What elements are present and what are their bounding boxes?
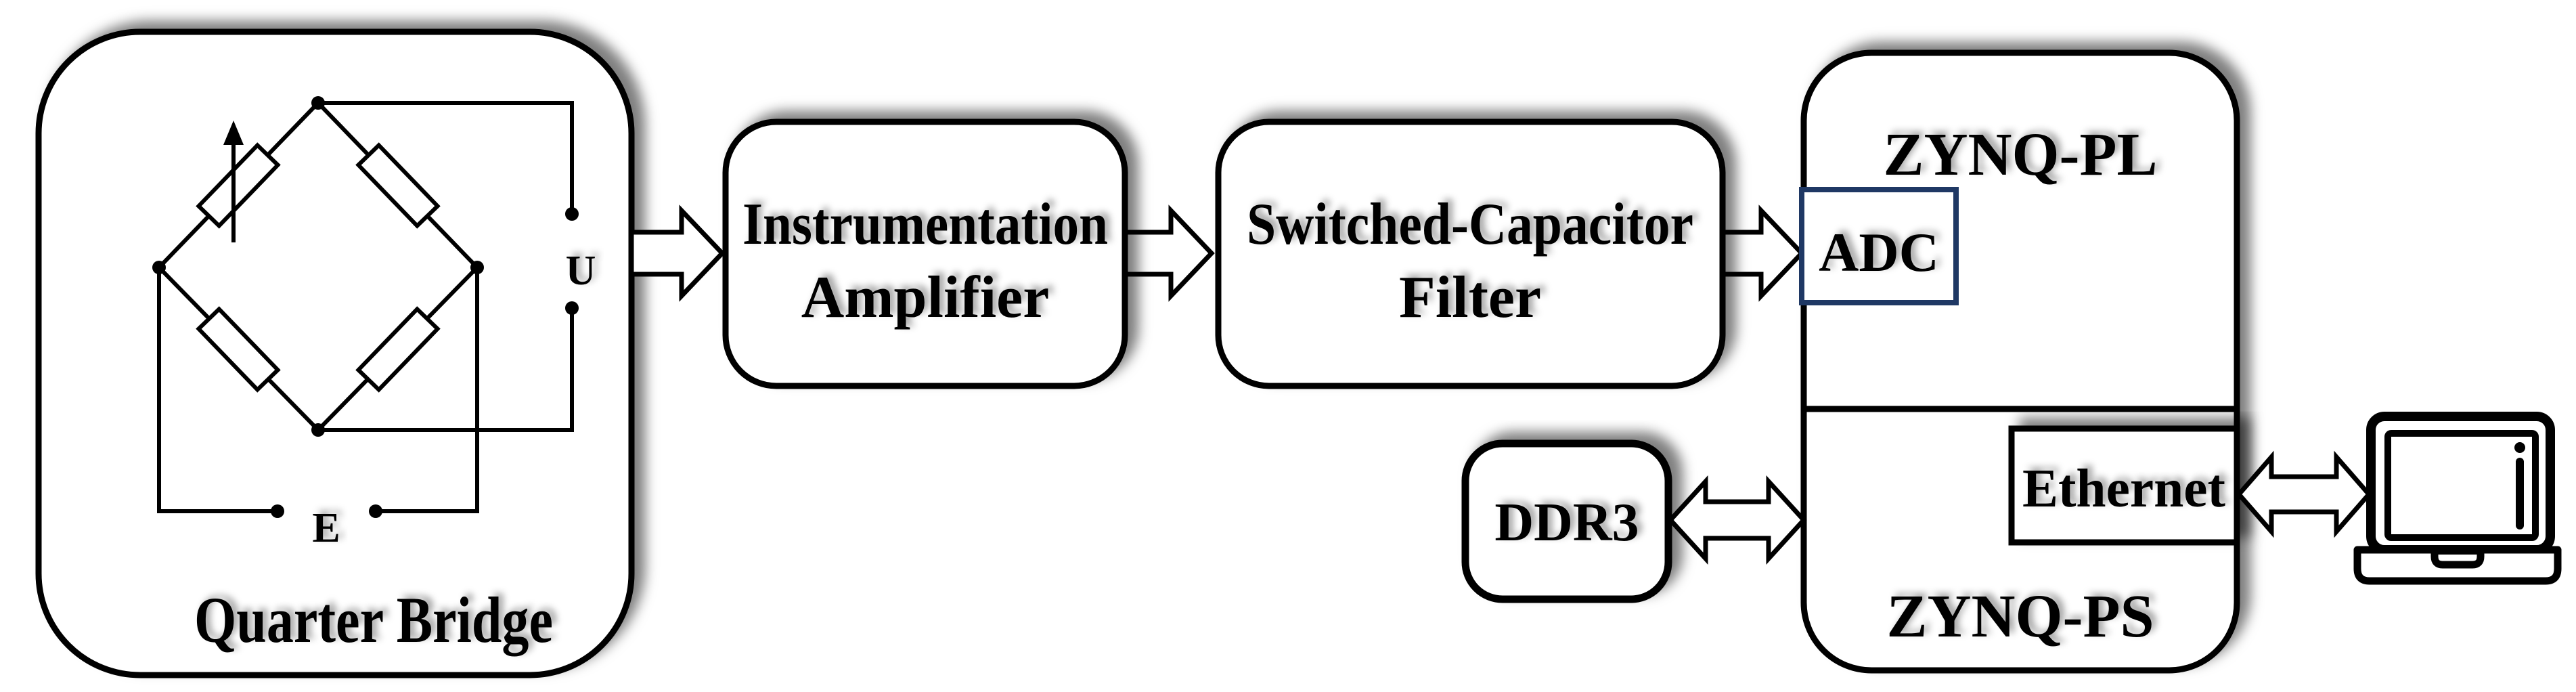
filter-label-line1: Switched-Capacitor xyxy=(1247,192,1693,257)
excitation-voltage-label: E xyxy=(312,505,340,551)
adc-label: ADC xyxy=(1819,221,1939,283)
e-terminal-dot-right xyxy=(369,504,382,518)
node-dot-top xyxy=(311,96,325,110)
adc-block: ADC xyxy=(1799,187,1959,305)
filter-label-line2: Filter xyxy=(1399,265,1541,330)
adc-outline xyxy=(1799,187,1959,305)
node-dot-right xyxy=(470,261,484,274)
excitation-wire-left xyxy=(157,267,277,513)
ethernet-outline xyxy=(2008,425,2240,546)
zynq-ps-label: ZYNQ-PS xyxy=(1886,583,2154,650)
u-terminal-dot-bottom xyxy=(565,301,579,315)
output-wire-top xyxy=(318,101,574,214)
excitation-wire-right xyxy=(376,267,479,513)
wheatstone-bridge-circuit: U E xyxy=(152,96,596,551)
switched-capacitor-filter-block: Switched-Capacitor Filter xyxy=(1215,118,1726,389)
node-dot-bottom xyxy=(311,423,325,437)
filter-outline xyxy=(1215,118,1726,389)
bridge-node-dots xyxy=(152,96,579,518)
zynq-block: ZYNQ-PL ZYNQ-PS ADC Ethernet xyxy=(1799,49,2240,674)
bridge-resistor-variable xyxy=(196,142,281,229)
arrow-bridge-to-amplifier-icon xyxy=(629,204,726,302)
bridge-resistors xyxy=(196,142,441,393)
arrow-amplifier-to-filter-icon xyxy=(1122,204,1215,302)
ethernet-label: Ethernet xyxy=(2022,459,2225,519)
bridge-resistor-bottom-left xyxy=(196,306,281,393)
output-voltage-label: U xyxy=(566,248,596,294)
arrow-ethernet-laptop-bidirectional-icon xyxy=(2236,450,2372,538)
u-terminal-dot-top xyxy=(565,207,579,221)
ddr3-label: DDR3 xyxy=(1494,493,1639,553)
arrow-filter-to-adc-icon xyxy=(1720,204,1805,302)
laptop-base xyxy=(2353,546,2562,585)
laptop-screen-dot xyxy=(2514,442,2525,453)
arrow-ddr3-zynq-bidirectional-icon xyxy=(1667,475,1807,565)
strain-gauge-arrow-icon xyxy=(223,121,244,242)
ddr3-outline xyxy=(1461,439,1672,603)
ethernet-block: Ethernet xyxy=(2008,425,2240,546)
node-dot-left xyxy=(152,261,166,274)
ddr3-block: DDR3 xyxy=(1461,439,1672,603)
amplifier-label-line2: Amplifier xyxy=(801,265,1050,330)
quarter-bridge-block: U E Quarter Bridge xyxy=(35,28,635,678)
instrumentation-amplifier-block: Instrumentation Amplifier xyxy=(722,118,1128,389)
bridge-resistor-bottom-right xyxy=(355,306,441,393)
quarter-bridge-title: Quarter Bridge xyxy=(194,584,553,656)
amplifier-label-line1: Instrumentation xyxy=(742,192,1108,257)
zynq-pl-label: ZYNQ-PL xyxy=(1884,121,2158,188)
amplifier-outline xyxy=(722,118,1128,389)
bridge-resistor-top-right xyxy=(355,142,441,229)
output-wire-bottom xyxy=(318,308,574,432)
quarter-bridge-outline xyxy=(35,28,635,678)
e-terminal-dot-left xyxy=(271,504,284,518)
laptop-screen-inner xyxy=(2384,430,2539,541)
laptop-icon xyxy=(2353,412,2562,585)
